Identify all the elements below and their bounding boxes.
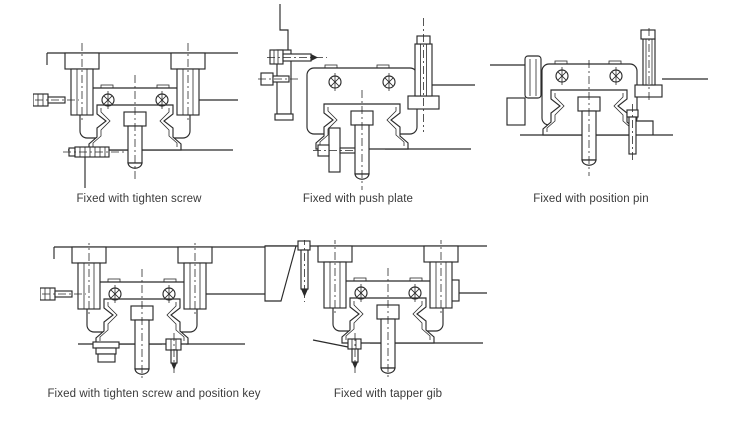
figure-tighten-screw-position-key [40,243,290,383]
table-step [506,97,526,126]
drawing-fixed-with-push-plate [258,4,475,190]
table-edge-line [279,4,289,52]
figure-caption: Fixed with position pin [533,193,649,205]
tighten-screw [33,93,79,107]
drawing-fixed-with-tighten-screw [33,42,238,188]
drawing-fixed-with-tighten-screw-and-position-key [40,243,283,379]
figure-caption: Fixed with tighten screw and position ke… [47,388,261,400]
tapered-table-block [264,245,297,302]
key-set-screw [165,333,182,375]
position-key [92,341,120,363]
bottom-set-screw [63,146,125,188]
figure-caption: Fixed with tighten screw [76,193,202,205]
gib-set-screw [312,333,362,373]
position-pin [626,104,639,160]
side-cylinder [524,55,542,99]
tighten-screw [40,287,86,301]
tapper-gib-screw [297,240,311,302]
figure-caption: Fixed with tapper gib [333,388,443,400]
side-bolt [634,28,663,102]
figure-tapper-gib [250,240,490,385]
figure-caption: Fixed with push plate [302,193,414,205]
figure-position-pin [490,28,708,180]
figure-tighten-screw [33,8,238,188]
drawing-fixed-with-position-pin [490,28,708,176]
side-bolt [407,18,440,132]
figure-push-plate [255,4,475,194]
push-plate-screw-lower [258,72,300,86]
push-plate-screw-upper [267,49,327,65]
base-step [635,120,654,135]
drawing-fixed-with-tapper-gib [264,240,487,380]
